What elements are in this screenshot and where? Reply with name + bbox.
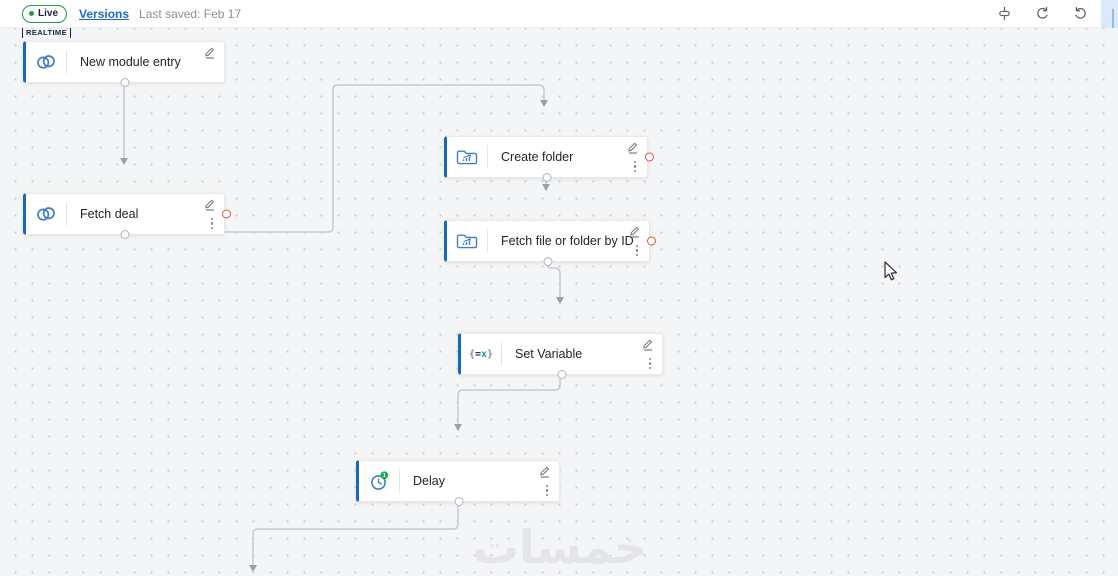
output-port[interactable] <box>543 257 553 266</box>
live-label: Live <box>38 7 59 19</box>
redo-button[interactable] <box>1072 6 1088 22</box>
last-saved-text: Last saved: Feb 17 <box>139 6 242 21</box>
edit-icon[interactable] <box>627 141 639 154</box>
menu-icon[interactable] <box>210 217 213 229</box>
output-port[interactable] <box>542 173 552 182</box>
edit-icon[interactable] <box>539 465 551 478</box>
error-port[interactable] <box>645 152 654 162</box>
folder-chart-icon <box>447 149 487 166</box>
node-delay[interactable]: 1 Delay <box>356 460 560 506</box>
workflow-canvas[interactable]: REALTIME New module entry Fetch deal <box>0 28 1118 576</box>
align-nodes-button[interactable] <box>996 6 1012 22</box>
link-rings-icon <box>26 53 66 71</box>
node-fetch-deal[interactable]: Fetch deal <box>23 193 231 239</box>
watermark-text: خمسات <box>472 520 647 574</box>
edit-icon[interactable] <box>204 46 216 59</box>
svg-text:1: 1 <box>382 473 385 479</box>
node-fetch-file-or-folder[interactable]: Fetch file or folder by ID <box>444 220 656 266</box>
output-port[interactable] <box>120 230 130 239</box>
divider <box>66 50 67 74</box>
output-port[interactable] <box>120 78 130 87</box>
link-rings-icon <box>26 205 66 223</box>
node-set-variable[interactable]: {=x} Set Variable <box>458 333 663 379</box>
redo-icon <box>1074 6 1086 19</box>
toolbar: Live Versions Last saved: Feb 17 <box>0 0 1118 28</box>
menu-icon[interactable] <box>633 160 636 172</box>
menu-icon[interactable] <box>545 484 548 496</box>
variable-icon: {=x} <box>468 348 494 360</box>
node-label: Set Variable <box>515 347 583 361</box>
scrollbar-fragment[interactable] <box>1101 0 1118 28</box>
menu-icon[interactable] <box>648 357 651 369</box>
output-port[interactable] <box>557 370 566 379</box>
divider <box>399 469 400 493</box>
toolbar-actions <box>996 6 1088 22</box>
error-port[interactable] <box>647 236 656 246</box>
align-icon <box>998 6 1010 21</box>
node-label: Create folder <box>501 150 574 164</box>
edit-icon[interactable] <box>204 198 216 211</box>
undo-button[interactable] <box>1034 6 1050 22</box>
live-dot-icon <box>29 11 34 16</box>
scrollbar-thumb[interactable] <box>1112 9 1114 28</box>
folder-chart-icon <box>447 233 487 250</box>
divider <box>501 342 502 366</box>
versions-link[interactable]: Versions <box>79 6 130 21</box>
node-new-module-entry[interactable]: New module entry <box>23 41 225 87</box>
clock-badge-icon: 1 <box>359 471 399 491</box>
live-status-badge[interactable]: Live <box>22 4 68 23</box>
edit-icon[interactable] <box>642 338 654 351</box>
divider <box>66 202 67 226</box>
menu-icon[interactable] <box>635 244 638 256</box>
undo-icon <box>1036 6 1048 19</box>
divider <box>487 145 488 169</box>
output-port[interactable] <box>454 497 464 506</box>
edit-icon[interactable] <box>629 225 641 238</box>
node-label: Fetch deal <box>80 207 139 221</box>
divider <box>487 229 488 253</box>
node-label: Delay <box>413 474 445 488</box>
node-label: New module entry <box>80 55 181 69</box>
realtime-tag: REALTIME <box>22 28 71 38</box>
node-create-folder[interactable]: Create folder <box>444 136 654 182</box>
node-label: Fetch file or folder by ID <box>501 234 634 248</box>
error-port[interactable] <box>222 209 231 219</box>
